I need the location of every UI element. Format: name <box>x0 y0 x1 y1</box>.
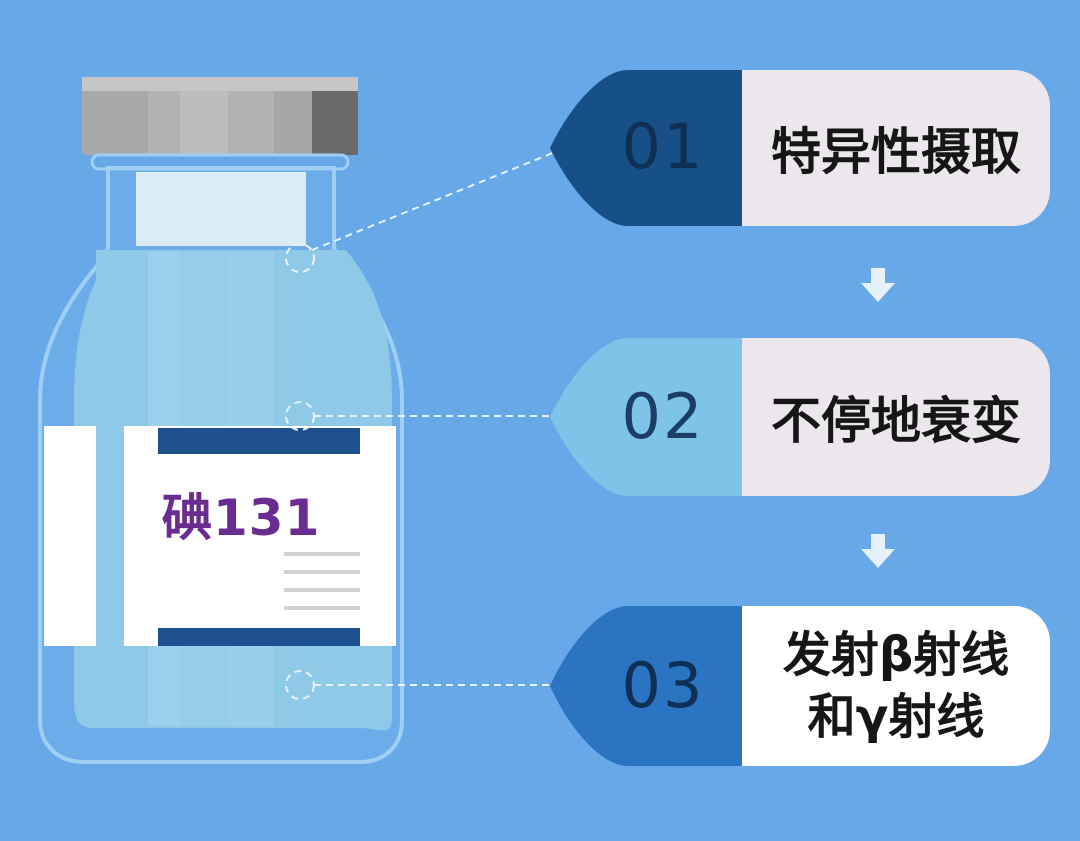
step-text-1-line-1: 特异性摄取 <box>771 123 1021 181</box>
step-tab-1 <box>550 70 742 226</box>
connectors <box>285 145 572 700</box>
down-arrow-icon <box>861 268 895 302</box>
connector-dot-1 <box>285 243 315 273</box>
step-number-2: 02 <box>621 380 705 453</box>
step-text-3: 发射β射线 和γ射线 <box>742 606 1050 766</box>
step-card-1 <box>550 70 1050 226</box>
connector-line-1 <box>311 145 571 251</box>
bottle-label-text: 碘131 <box>162 489 321 547</box>
step-number-3: 03 <box>621 649 705 722</box>
step-text-3-line-1: 发射β射线 <box>782 627 1010 683</box>
bottle-label <box>44 426 396 646</box>
down-arrow-icon <box>861 534 895 568</box>
bottle-cap <box>82 77 358 155</box>
step-text-2-line-1: 不停地衰变 <box>771 392 1021 450</box>
step-text-2: 不停地衰变 <box>742 338 1050 496</box>
step-tab-2 <box>550 338 742 496</box>
step-text-3-line-2: 和γ射线 <box>807 689 985 745</box>
step-tab-3 <box>550 606 742 766</box>
step-number-1: 01 <box>621 110 705 183</box>
step-text-1: 特异性摄取 <box>742 70 1050 226</box>
step-card-3 <box>550 606 1050 766</box>
bottle-neck-shine <box>136 172 306 246</box>
step-card-2 <box>550 338 1050 496</box>
